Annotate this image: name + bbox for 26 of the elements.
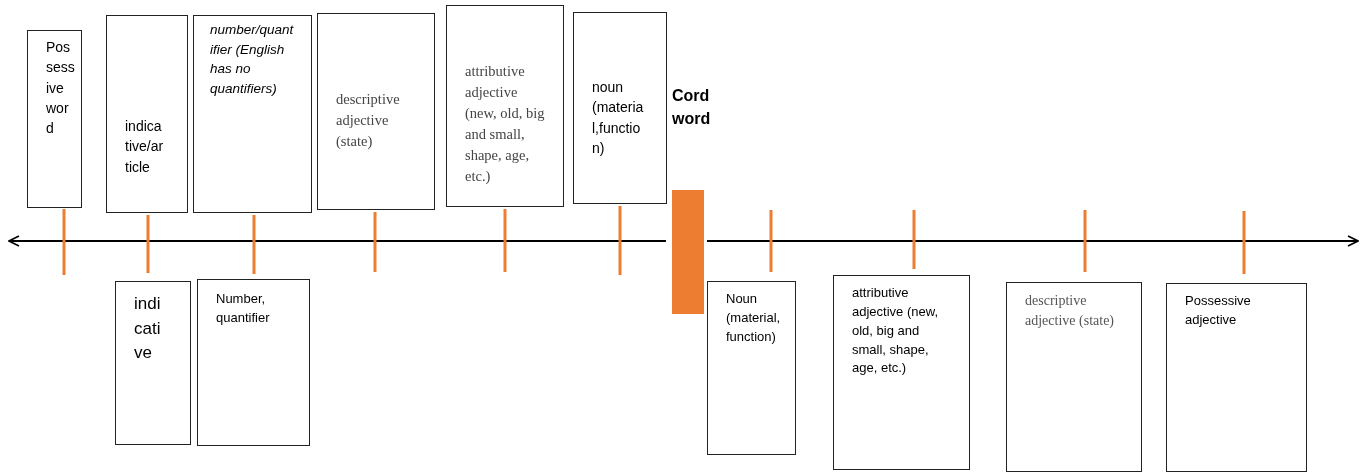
box-label: indicative/article bbox=[125, 117, 164, 177]
box-label: number/quantifier (English has no quantifiers) bbox=[210, 21, 294, 98]
box-label: attributive adjective (new, old, big and small, shape, age, etc.) bbox=[852, 284, 939, 378]
text-box bbox=[193, 15, 312, 213]
text-box bbox=[27, 30, 82, 208]
text-box bbox=[833, 275, 970, 470]
text-box bbox=[197, 279, 310, 446]
box-label: Possessive word bbox=[46, 38, 75, 139]
heading-label: Cord word bbox=[672, 86, 712, 130]
text-box bbox=[1166, 283, 1307, 472]
divider-bar bbox=[672, 190, 704, 314]
text-box bbox=[446, 5, 564, 207]
box-label: descriptive adjective (state) bbox=[336, 90, 401, 152]
text-box bbox=[707, 281, 796, 455]
text-box bbox=[1006, 282, 1142, 472]
box-label: noun (material,function) bbox=[592, 78, 644, 158]
box-label: Noun (material, function) bbox=[726, 290, 782, 346]
box-label: indicative bbox=[134, 293, 162, 365]
box-label: Number, quantifier bbox=[216, 290, 271, 327]
text-box bbox=[115, 281, 191, 445]
text-box bbox=[317, 13, 435, 210]
box-label: attributive adjective (new, old, big and small, shape, age, etc.) bbox=[465, 62, 545, 187]
box-label: descriptive adjective (state) bbox=[1025, 292, 1115, 331]
text-box bbox=[573, 12, 667, 204]
box-label: Possessive adjective bbox=[1185, 292, 1252, 329]
text-box bbox=[106, 15, 188, 213]
